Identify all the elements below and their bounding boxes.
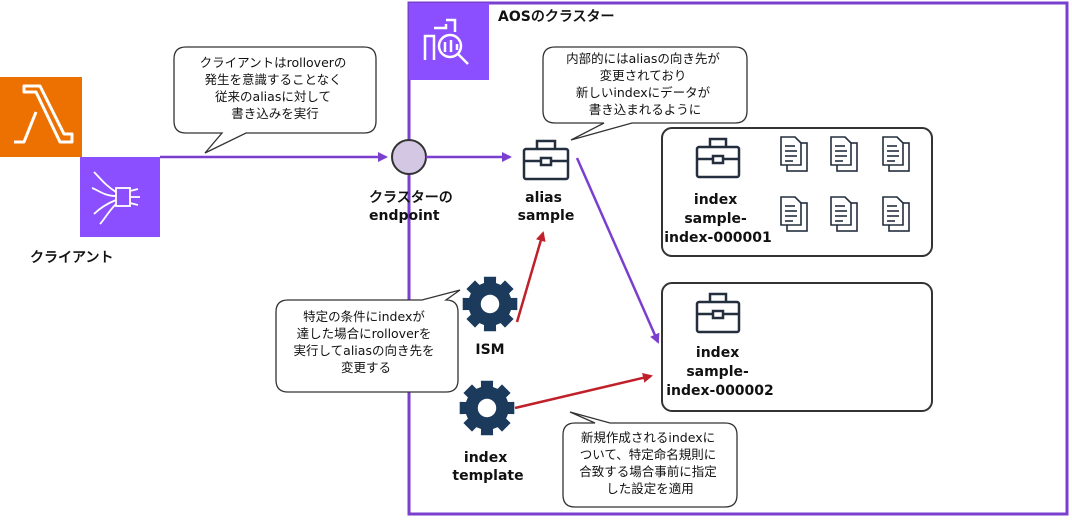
gear-icon <box>459 380 515 436</box>
template-to-index2-arrow <box>514 372 653 410</box>
ism-label: ISM <box>475 342 504 358</box>
template-note: 新規作成されるindexに ついて、特定命名規則に 合致する場合事前に指定 した… <box>579 430 721 496</box>
gear-hole <box>480 294 500 314</box>
alias-speech-bubble <box>542 46 748 141</box>
lambda-icon <box>14 84 74 144</box>
client-device-bg <box>80 157 160 237</box>
document-icon <box>780 136 808 172</box>
note-line: 達した場合にrolloverを <box>297 326 432 341</box>
index-label-line: index <box>696 345 739 361</box>
ism-speech-bubble <box>275 289 461 393</box>
opensearch-icon <box>423 18 469 65</box>
document-icon <box>830 196 858 232</box>
note-line: ついて、特定命名規則に <box>580 447 717 462</box>
alias-to-index2-arrow <box>575 157 660 344</box>
iot-device-icon <box>91 171 140 225</box>
endpoint-node <box>391 139 427 175</box>
template-label-line: template <box>452 468 523 484</box>
note-line: した設定を適用 <box>606 481 694 496</box>
note-line: クライアントはrolloverの <box>200 55 347 70</box>
template-speech-bubble <box>562 411 738 508</box>
note-line: 新しいindexにデータが <box>576 85 711 100</box>
client-note: クライアントはrolloverの 発生を意識することなく 従来のaliasに対し… <box>200 55 351 121</box>
note-line: 発生を意識することなく <box>204 72 341 87</box>
briefcase-icon <box>522 139 570 181</box>
gear-icon <box>462 276 518 332</box>
client-label: クライアント <box>30 250 113 266</box>
client-speech-bubble <box>173 46 377 154</box>
note-line: 内部的にはaliasの向き先が <box>566 51 720 66</box>
note-line: 実行してaliasの向き先を <box>294 343 435 358</box>
endpoint-label-line: endpoint <box>369 208 440 224</box>
index-label-line: index <box>694 192 737 208</box>
index-000001-label: index sample- index-000001 <box>664 192 772 246</box>
gear-hole <box>477 398 497 418</box>
endpoint-label-line: クラスターの <box>369 190 453 206</box>
note-line: 新規作成されるindexに <box>581 430 715 445</box>
index-label-line: sample- <box>686 364 749 380</box>
cluster-title: AOSのクラスター <box>498 9 615 25</box>
briefcase-icon <box>695 292 741 334</box>
alias-label: alias sample <box>518 190 575 224</box>
note-line: 特定の条件にindexが <box>303 309 425 324</box>
note-line: 従来のaliasに対して <box>215 89 331 104</box>
index-label-line: sample- <box>684 211 747 227</box>
endpoint-label: クラスターの endpoint <box>369 190 458 224</box>
alias-label-line: sample <box>518 208 575 224</box>
note-line: 書き込まれるように <box>589 102 702 117</box>
ism-note: 特定の条件にindexが 達した場合にrolloverを 実行してaliasの向… <box>294 309 439 375</box>
alias-label-line: alias <box>525 190 562 206</box>
template-label-line: index <box>464 450 507 466</box>
index-label-line: index-000001 <box>664 230 772 246</box>
cluster-frame <box>407 1 1069 516</box>
document-icon <box>830 136 858 172</box>
note-line: 変更する <box>341 360 391 375</box>
index-000002-label: index sample- index-000002 <box>666 345 774 399</box>
note-line: 変更されており <box>600 68 687 83</box>
document-icons <box>780 136 910 232</box>
template-label: index template <box>452 450 523 484</box>
document-icon <box>882 196 910 232</box>
document-icon <box>780 196 808 232</box>
briefcase-icon <box>695 137 741 179</box>
alias-note: 内部的にはaliasの向き先が 変更されており 新しいindexにデータが 書き… <box>566 51 724 117</box>
opensearch-icon-bg <box>409 3 489 80</box>
index-label-line: index-000002 <box>666 383 774 399</box>
document-icon <box>882 136 910 172</box>
note-line: 合致する場合事前に指定 <box>579 464 717 479</box>
note-line: 書き込みを実行 <box>231 106 319 121</box>
ism-to-alias-arrow <box>515 231 546 323</box>
